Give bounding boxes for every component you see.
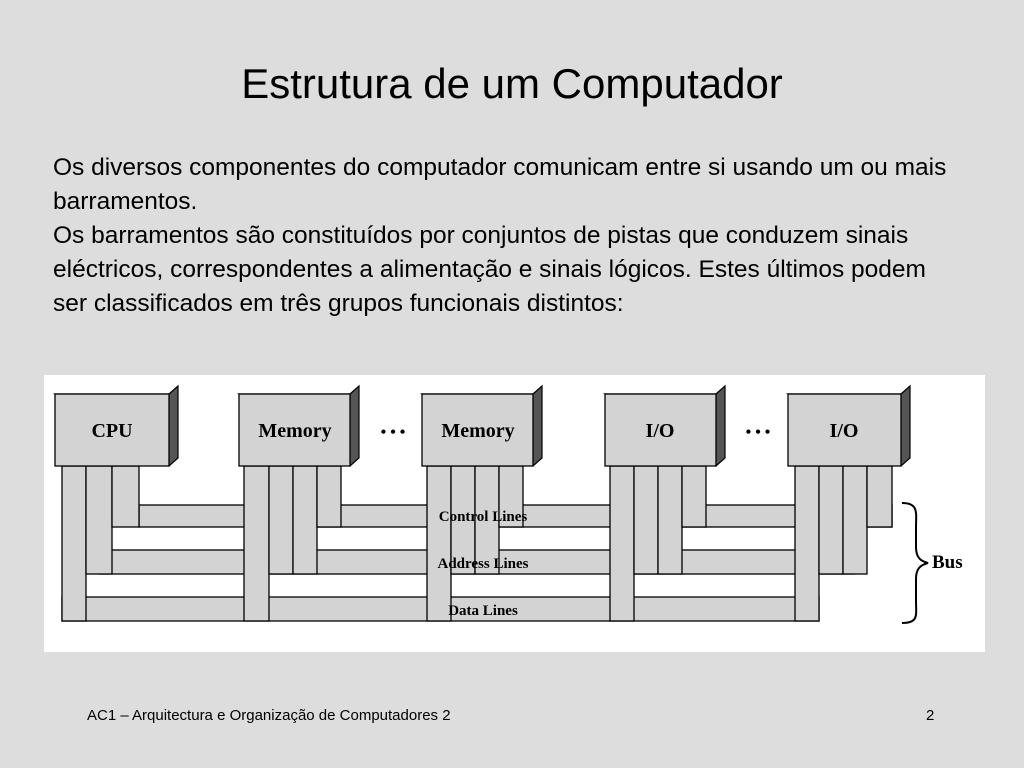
- module-io-1-label: I/O: [646, 420, 675, 442]
- module-io-1: I/O: [602, 384, 726, 467]
- connector-strip-15: [794, 465, 820, 622]
- paragraph-2: Os barramentos são constituídos por conj…: [53, 222, 926, 317]
- footer-course: AC1 – Arquitectura e Organização de Comp…: [87, 707, 451, 724]
- slide-title: Estrutura de um Computador: [241, 60, 783, 107]
- connector-strip-7: [426, 465, 452, 622]
- connector-strip-2: [111, 465, 140, 528]
- memory-ellipsis: • • •: [381, 424, 406, 441]
- bus-diagram: Control Lines Address Lines Data Lines C…: [44, 375, 985, 652]
- bus-brace: [901, 502, 929, 624]
- body-text: Os diversos componentes do computador co…: [53, 151, 963, 321]
- connector-strip-12: [633, 465, 659, 575]
- module-memory-2: Memory: [419, 384, 543, 467]
- io-ellipsis: • • •: [746, 424, 771, 441]
- connector-strip-1: [85, 465, 113, 575]
- module-memory-2-label: Memory: [441, 420, 514, 442]
- connector-strip-8: [450, 465, 476, 575]
- connector-strip-9: [474, 465, 500, 575]
- paragraph-1: Os diversos componentes do computador co…: [53, 154, 947, 215]
- module-memory-1: Memory: [236, 384, 360, 467]
- address-lines-label: Address Lines: [438, 556, 529, 572]
- module-cpu: CPU: [52, 384, 179, 467]
- control-lines-label: Control Lines: [439, 509, 528, 525]
- footer-page-number: 2: [926, 707, 935, 724]
- connector-strip-18: [866, 465, 893, 528]
- bus-diagram-svg: Control Lines Address Lines Data Lines C…: [52, 384, 963, 624]
- connector-strip-0: [61, 465, 87, 622]
- connector-strip-17: [842, 465, 868, 575]
- module-io-2: I/O: [785, 384, 911, 467]
- module-io-2-label: I/O: [830, 420, 859, 442]
- bus-label: Bus: [932, 552, 963, 573]
- connector-strip-13: [657, 465, 683, 575]
- connector-strip-6: [316, 465, 342, 528]
- connector-strip-5: [292, 465, 318, 575]
- connector-strip-11: [609, 465, 635, 622]
- connector-strip-3: [243, 465, 270, 622]
- data-lines-label: Data Lines: [448, 603, 518, 619]
- connector-strip-4: [268, 465, 294, 575]
- connector-strip-14: [681, 465, 707, 528]
- module-cpu-label: CPU: [91, 420, 132, 442]
- module-memory-1-label: Memory: [258, 420, 331, 442]
- connector-strip-16: [818, 465, 844, 575]
